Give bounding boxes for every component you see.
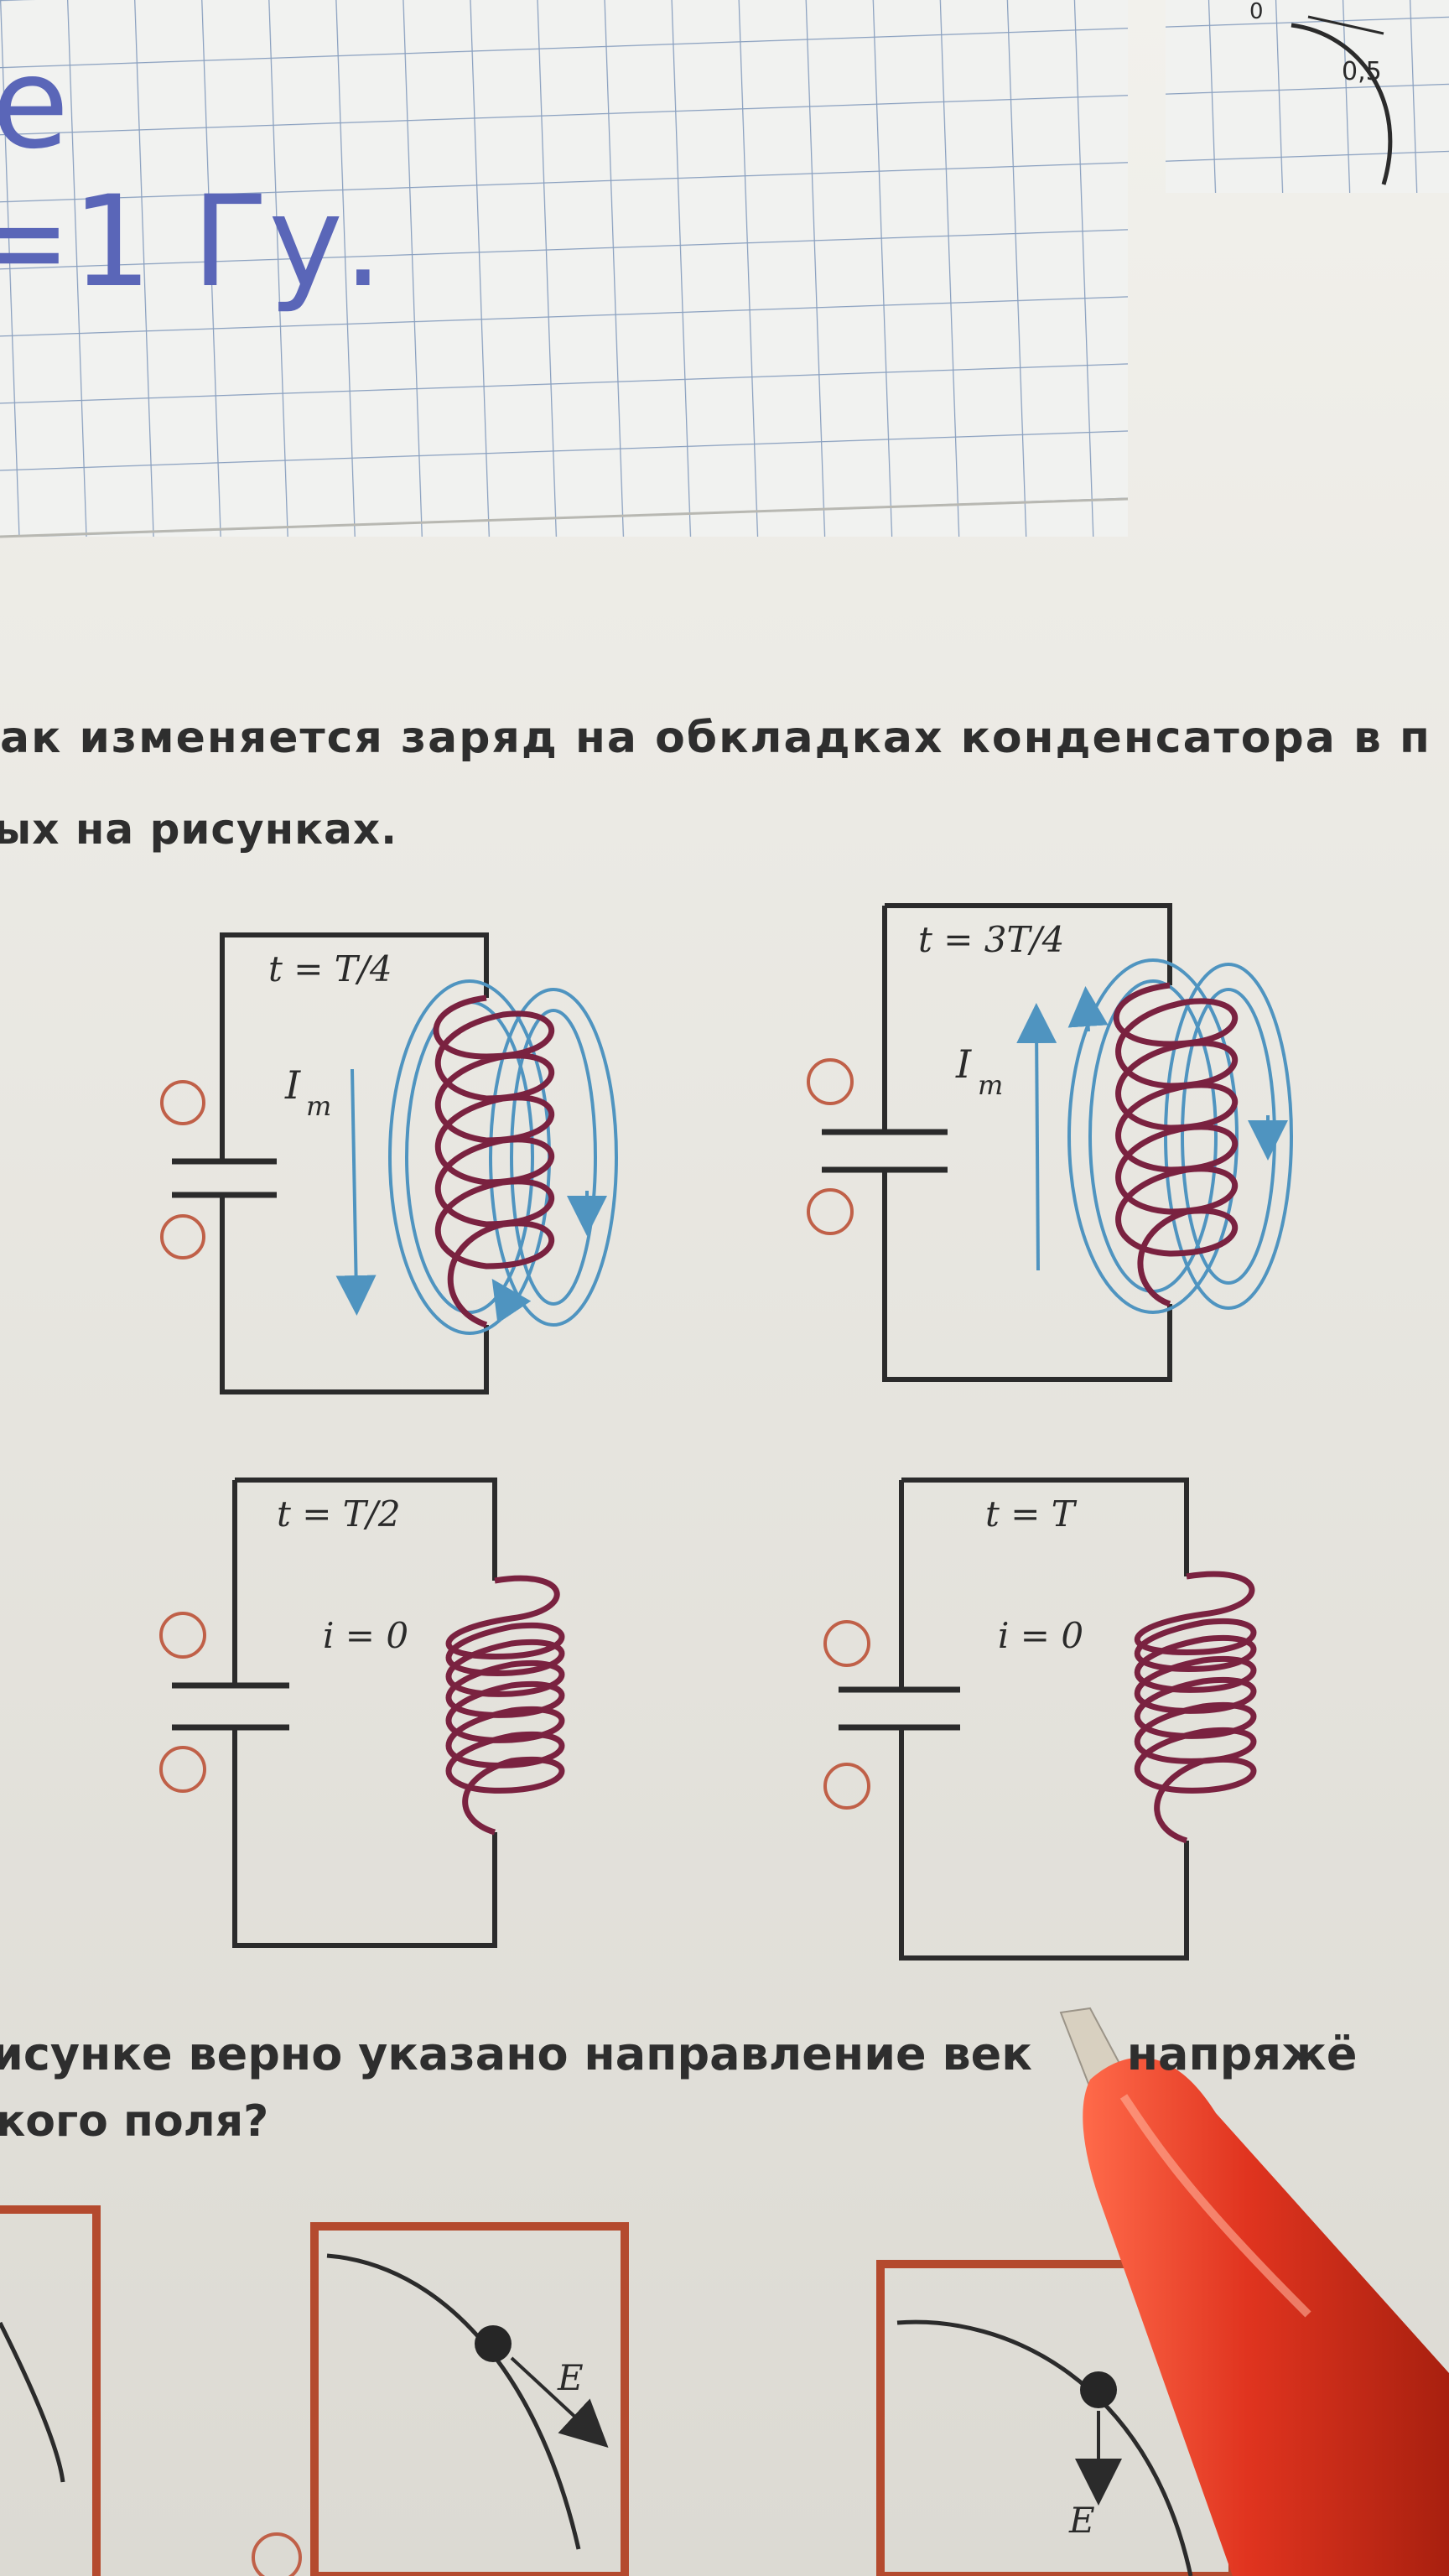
- field-vector-label: E: [1068, 2500, 1095, 2541]
- current-subscript: m: [978, 1069, 1003, 1101]
- current-label: I: [955, 1041, 972, 1087]
- terminal-bottom: [807, 1188, 854, 1235]
- current-label: i = 0: [998, 1615, 1083, 1656]
- circuit-figure-t-quarter: t = T/4 I m: [160, 932, 618, 1394]
- circuit-wire: [899, 1478, 1189, 1961]
- field-vector-arrow: [510, 2356, 609, 2449]
- circuit-figure-t-three-quarter: t = 3T/4 I m: [807, 903, 1293, 1382]
- coil: [1134, 1571, 1257, 1844]
- pen-body: [1083, 2057, 1449, 2576]
- field-vector-label: E: [557, 2357, 584, 2398]
- current-subscript: m: [306, 1090, 331, 1122]
- question-1-line-1: ак изменяется заряд на обкладках конденс…: [0, 713, 1431, 763]
- circuit-figure-t-half: t = T/2 i = 0: [159, 1478, 565, 1948]
- current-label: i = 0: [323, 1615, 408, 1656]
- circuit-wire: [232, 1478, 497, 1948]
- time-label: t = T/2: [277, 1493, 401, 1535]
- field-figure-middle: E: [252, 2222, 629, 2576]
- terminal-top: [823, 1620, 870, 1667]
- coil: [1113, 982, 1238, 1307]
- question-1-line-2: ых на рисунках.: [0, 805, 398, 854]
- red-pen: [1059, 2007, 1449, 2576]
- corner-zero-label: 0: [1249, 0, 1264, 24]
- current-arrow: [335, 1068, 377, 1316]
- charge-ball: [1080, 2371, 1117, 2408]
- handwriting-e: e: [0, 31, 69, 177]
- circuit-figure-t-full: t = T i = 0: [823, 1478, 1257, 1961]
- corner-graph: 0 0,5: [1249, 0, 1393, 185]
- coil: [433, 995, 554, 1328]
- magnetic-field-lines: [388, 979, 618, 1335]
- terminal-top: [160, 1080, 205, 1125]
- handwriting: e =1 Гу.: [0, 31, 383, 315]
- coil: [445, 1575, 565, 1836]
- terminal-top: [807, 1058, 854, 1105]
- notebook-grid: [0, 0, 1449, 538]
- terminal-top: [159, 1612, 206, 1659]
- current-label: I: [284, 1062, 301, 1108]
- current-arrow: [1016, 1003, 1057, 1271]
- circuit-wire: [220, 932, 489, 1394]
- field-figure-left-partial: [0, 2205, 101, 2576]
- charge-ball: [475, 2325, 512, 2362]
- time-label: t = T: [985, 1493, 1078, 1535]
- question-2-line-2: кого поля?: [0, 2096, 269, 2147]
- terminal-bottom: [823, 1763, 870, 1810]
- terminal-bottom: [160, 1214, 205, 1259]
- handwriting-gu: =1 Гу.: [0, 169, 383, 315]
- terminal-partial: [252, 2532, 302, 2576]
- question-2-line-1: исунке верно указано направление век нап…: [0, 2028, 1358, 2080]
- circuit-wire: [882, 903, 1172, 1382]
- terminal-bottom: [159, 1746, 206, 1793]
- corner-label: 0,5: [1342, 57, 1382, 86]
- time-label: t = T/4: [268, 948, 392, 989]
- time-label: t = 3T/4: [918, 919, 1064, 960]
